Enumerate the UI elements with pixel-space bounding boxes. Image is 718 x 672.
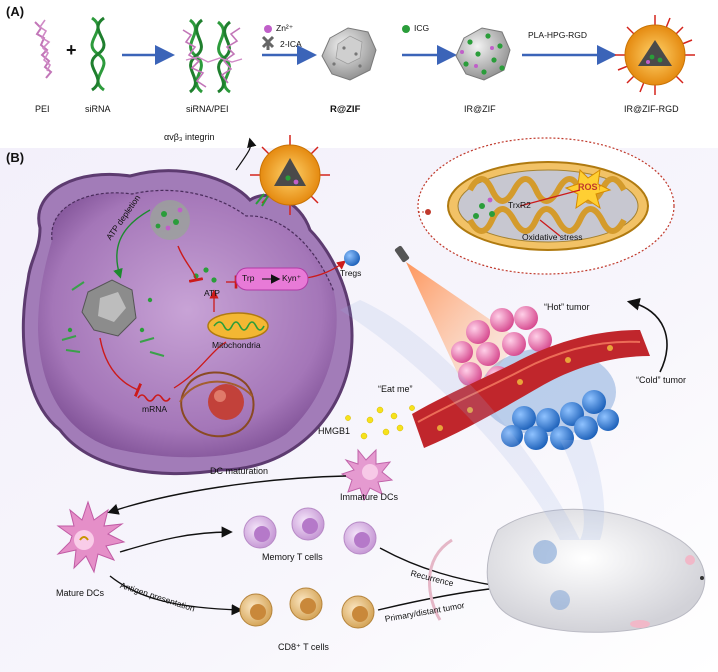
hmgb1-dots	[345, 405, 415, 440]
ir-zif-particle-icon	[455, 27, 511, 81]
internalized-nanoparticle	[150, 200, 190, 240]
integrin-pointer-arrow	[235, 137, 257, 171]
label-ros: ROS↑	[578, 182, 603, 192]
label-memory-t: Memory T cells	[262, 552, 323, 562]
label-hmgb1: HMGB1	[318, 426, 351, 436]
kyn-to-tregs-line	[305, 260, 347, 279]
targeting-nanoparticle	[250, 135, 330, 215]
label-oxidative-stress: Oxidative stress	[522, 232, 583, 242]
label-kyn: Kyn⁺	[282, 273, 302, 283]
mitochondrion-zoomed	[447, 161, 649, 251]
tregs-cell	[344, 250, 360, 266]
integrin-receptor	[255, 193, 269, 207]
sirna-helix-icon	[90, 16, 106, 92]
antigen-presentation-arrow	[109, 575, 243, 616]
label-immature-dcs: Immature DCs	[340, 492, 399, 502]
memory-t-cells	[243, 507, 377, 555]
panel-a-label: (A)	[6, 4, 25, 19]
zn-ion-dot	[264, 25, 272, 33]
recurrence-line	[379, 547, 501, 594]
laser-device	[394, 245, 520, 400]
label-mature-dcs: Mature DCs	[56, 588, 105, 598]
atp-depletion-arrow	[113, 209, 151, 279]
label-mrna: mRNA	[142, 404, 168, 414]
pei-polymer-icon	[34, 19, 53, 79]
ir-zif-rgd-particle-icon	[615, 15, 695, 95]
mouse-model	[427, 508, 706, 633]
zoom-dot	[425, 209, 431, 215]
primary-tumor-line	[377, 587, 499, 611]
label-cd8: CD8⁺ T cells	[278, 642, 329, 652]
nucleus-with-er	[179, 371, 255, 438]
icg-dot	[402, 25, 410, 33]
label-trxr2: TrxR2	[508, 200, 531, 210]
to-memory-t-arrow	[119, 526, 233, 553]
mrna-to-mito-line	[173, 341, 227, 389]
sirna-fragments	[61, 281, 165, 357]
2-ica-molecule-icon	[261, 35, 275, 50]
label-integrin: αvβ₃ integrin	[164, 132, 215, 142]
label-zn: Zn²⁺	[276, 23, 294, 33]
label-sirna-pei: siRNA/PEI	[186, 104, 229, 114]
blood-vessel	[412, 330, 650, 448]
plus-sign: +	[66, 40, 77, 60]
label-pei: PEI	[35, 104, 50, 114]
immature-dc-cell	[340, 448, 394, 502]
r-zif-particle-icon	[321, 27, 377, 81]
label-irzif-rgd: IR@ZIF-RGD	[624, 104, 679, 114]
label-hot-tumor: “Hot” tumor	[544, 302, 590, 312]
cancer-cell	[21, 169, 354, 476]
trp-kyn-capsule	[235, 267, 309, 291]
haze-tumor-to-mouse	[560, 440, 605, 540]
dc-maturation-arrow	[107, 475, 347, 515]
inhibit-atp-line	[177, 245, 204, 283]
label-tregs: Tregs	[340, 268, 362, 278]
label-trp: Trp	[242, 273, 255, 283]
mrna-strand	[137, 394, 171, 402]
label-2ica: 2-ICA	[280, 39, 302, 49]
label-atp: ATP	[204, 288, 220, 298]
label-eat-me: “Eat me”	[378, 384, 413, 394]
mitochondria-organelle	[207, 312, 269, 340]
label-pla-hpg-rgd: PLA-HPG-RGD	[528, 30, 588, 40]
inhibit-mrna-line	[99, 337, 142, 397]
label-mitochondria: Mitochondria	[212, 340, 261, 350]
degraded-zif-particle	[81, 279, 137, 337]
sirna-pei-complex-icon	[182, 18, 243, 94]
panel-b-label: (B)	[6, 150, 25, 165]
label-irzif: IR@ZIF	[464, 104, 496, 114]
cd8-t-cells	[239, 587, 375, 629]
label-sirna: siRNA	[85, 104, 111, 114]
label-rzif: R@ZIF	[330, 104, 361, 115]
mature-dc-cell	[56, 500, 126, 574]
haze-cell-to-mouse	[340, 300, 580, 540]
label-cold-tumor: “Cold” tumor	[636, 375, 687, 385]
label-dc-maturation: DC maturation	[210, 466, 269, 476]
label-icg: ICG	[414, 23, 430, 33]
cold-to-hot-arrow	[626, 297, 668, 373]
